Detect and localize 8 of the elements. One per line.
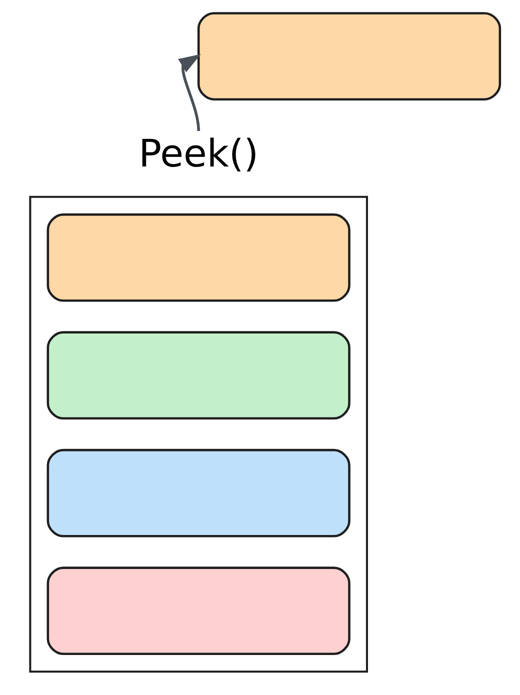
node-text: Peek() — [138, 131, 259, 176]
node-box — [46, 213, 350, 302]
arrow — [178, 54, 201, 132]
node-box — [197, 12, 502, 100]
node-box — [46, 566, 350, 656]
node-box — [46, 331, 350, 420]
node-box — [46, 448, 350, 538]
cluster — [29, 196, 368, 673]
